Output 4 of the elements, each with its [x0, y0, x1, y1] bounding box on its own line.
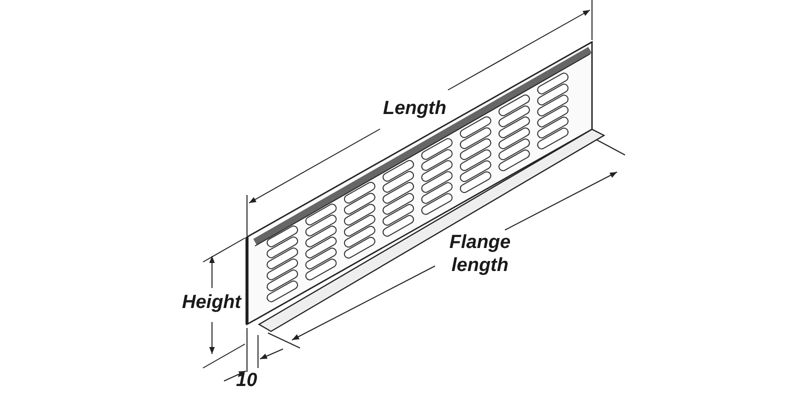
dimension-label: Flange length	[448, 232, 512, 278]
dimension-label: Height	[182, 292, 242, 315]
dimension-label: Length	[383, 98, 446, 121]
dimension-label: 10	[236, 370, 258, 393]
